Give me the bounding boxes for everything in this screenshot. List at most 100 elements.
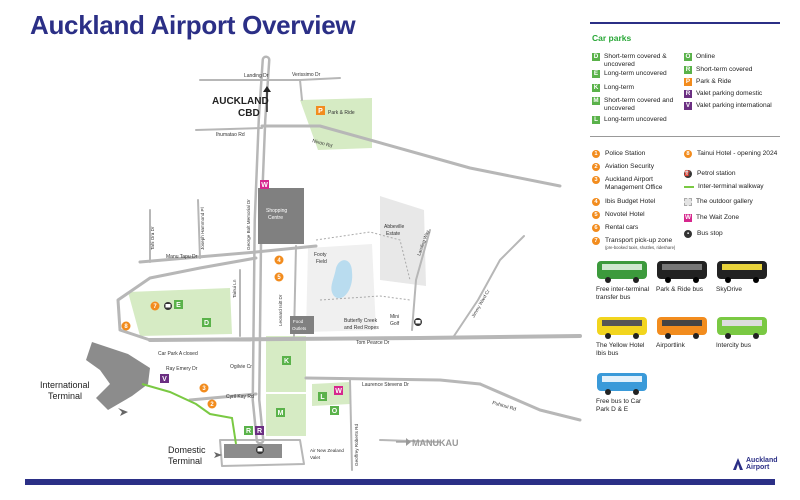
bus-car-park-de: Free bus to Car Park D & E — [596, 370, 654, 413]
bus-stop-icon-mini-golf[interactable] — [414, 318, 422, 326]
svg-text:4: 4 — [277, 258, 281, 264]
marker-3[interactable] — [199, 383, 209, 393]
bus-stop-icon[interactable] — [164, 302, 172, 310]
facility-8-icon: 8 — [684, 150, 692, 158]
bus-inter-terminal: Free inter-terminal transfer bus — [596, 258, 654, 301]
road-label-landing: Landing Dr — [244, 73, 269, 79]
road-label-verissimo: Verissimo Dr — [292, 72, 321, 78]
legend-car-park-r: R Short-term covered — [684, 66, 784, 74]
road-label-manu-tapu: Manu Tapu Dr — [166, 254, 198, 260]
marker-7[interactable] — [150, 301, 160, 311]
legend-walkway: Inter-terminal walkway — [684, 183, 784, 191]
svg-text:O: O — [332, 408, 338, 415]
legend-valet-international: V Valet parking international — [684, 102, 788, 110]
bus-park-ride-label: Park & Ride bus — [656, 286, 703, 293]
abbeville-estate-area — [380, 196, 426, 286]
page-title: Auckland Airport Overview — [30, 10, 356, 40]
legend-facility-3: 3 Auckland Airport Management Office — [592, 176, 680, 191]
badge-w-shopping[interactable] — [260, 180, 269, 189]
road-landing — [199, 77, 341, 81]
badge-e[interactable] — [174, 300, 183, 309]
label-shopping-2: Centre — [268, 215, 283, 221]
marker-5[interactable] — [274, 272, 284, 282]
facility-6-icon: 6 — [592, 224, 600, 232]
badge-m[interactable] — [276, 408, 285, 417]
label-domestic-1: Domestic — [168, 445, 206, 455]
legend-panel: Car parks D Short-term covered & uncover… — [582, 22, 788, 458]
badge-w-laurence[interactable] — [334, 386, 343, 395]
bus-icon — [657, 261, 707, 283]
road-label-tainui: Tainui Ln — [232, 279, 237, 298]
legend-facility-7: 7 Transport pick-up zone (pre-booked tax… — [592, 237, 684, 250]
badge-o[interactable] — [330, 406, 339, 415]
road-nixon — [260, 124, 562, 188]
road-label-joseph: Joseph Hammond Pl — [200, 207, 205, 250]
legend-facility-6: 6 Rental cars — [592, 224, 682, 232]
legend-car-park-p-label: Park & Ride — [696, 78, 732, 85]
legend-car-park-e-label: Long-term uncovered — [604, 70, 667, 77]
legend-valet-international-label: Valet parking international — [696, 102, 772, 109]
road-label-tom-pearce: Tom Pearce Dr — [356, 340, 390, 346]
roads — [116, 55, 582, 471]
label-international-1: International — [40, 380, 90, 390]
legend-walkway-label: Inter-terminal walkway — [698, 183, 764, 190]
food-outlets-building — [290, 316, 314, 334]
walkway-path — [141, 383, 237, 445]
badge-r-icon: R — [684, 66, 692, 74]
greenfield-west — [128, 288, 232, 336]
facility-7-icon: 7 — [592, 237, 600, 245]
bus-icon — [717, 317, 767, 339]
legend-car-park-d: D Short-term covered & uncovered — [592, 53, 680, 68]
marker-4[interactable] — [274, 255, 284, 265]
car-park-badges: P W E D K M O L W V R R — [160, 106, 343, 435]
road-landing-way — [411, 229, 431, 331]
marker-8[interactable] — [121, 321, 131, 331]
plane-icon-domestic — [214, 452, 222, 458]
legend-facility-1-label: Police Station — [605, 150, 646, 157]
map-labels: AUCKLAND CBD MANUKAU International Termi… — [40, 72, 517, 466]
legend-facility-2-label: Aviation Security — [605, 163, 654, 170]
legend-wait-zone: W The Wait Zone — [684, 214, 784, 222]
badge-r-purple[interactable] — [255, 426, 264, 435]
svg-text:K: K — [284, 358, 289, 365]
legend-valet-domestic: R Valet parking domestic — [684, 90, 784, 98]
badge-valet-r-icon: R — [684, 90, 692, 98]
logo-line-2: Airport — [746, 464, 770, 471]
badge-k[interactable] — [282, 356, 291, 365]
bus-inter-terminal-label: Free inter-terminal transfer bus — [596, 286, 650, 301]
legend-wait-zone-label: The Wait Zone — [696, 214, 739, 221]
badge-l[interactable] — [318, 392, 327, 401]
svg-text:D: D — [204, 320, 209, 327]
shopping-centre-building — [258, 188, 304, 244]
legend-car-park-r-label: Short-term covered — [696, 66, 753, 73]
legend-car-park-l: L Long-term uncovered — [592, 116, 690, 124]
svg-text:7: 7 — [153, 304, 157, 310]
badge-d[interactable] — [202, 318, 211, 327]
label-mini-golf-1: Mini — [390, 314, 399, 320]
badge-p-park-ride[interactable] — [316, 106, 325, 115]
legend-car-park-d-label: Short-term covered & uncovered — [604, 53, 667, 68]
marker-2[interactable] — [207, 399, 217, 409]
bus-icon — [597, 261, 647, 283]
bus-stop-legend-icon: ▪ — [684, 230, 692, 238]
domestic-terminal-building — [224, 444, 282, 458]
road-label-ihumatao: Ihumatao Rd — [216, 132, 245, 138]
legend-facility-7-label: Transport pick-up zone — [605, 237, 673, 244]
road-label-jimmy-ward: Jimmy Ward Cr — [471, 288, 491, 318]
road-jimmy-ward — [453, 235, 525, 337]
badge-r-green[interactable] — [244, 426, 253, 435]
facility-markers: 7 8 4 5 3 2 — [121, 255, 284, 409]
badge-v-valet[interactable] — [160, 374, 169, 383]
road-geoffrey — [349, 379, 353, 471]
road-label-nixon: Nixon Rd — [311, 138, 333, 149]
gallery-swatch-icon — [684, 198, 692, 206]
bus-skydrive: SkyDrive — [716, 258, 774, 294]
badge-k-icon: K — [592, 84, 600, 92]
road-label-ogilvie: Ogilvie Cr — [230, 364, 252, 370]
footer-bar — [25, 479, 775, 485]
legend-facility-1: 1 Police Station — [592, 150, 682, 158]
cbd-arrow-icon — [263, 86, 271, 112]
svg-text:3: 3 — [202, 386, 206, 392]
road-label-geoffrey: Geoffrey Roberts Rd — [354, 424, 359, 466]
bus-stop-icon-domestic[interactable] — [256, 446, 264, 454]
